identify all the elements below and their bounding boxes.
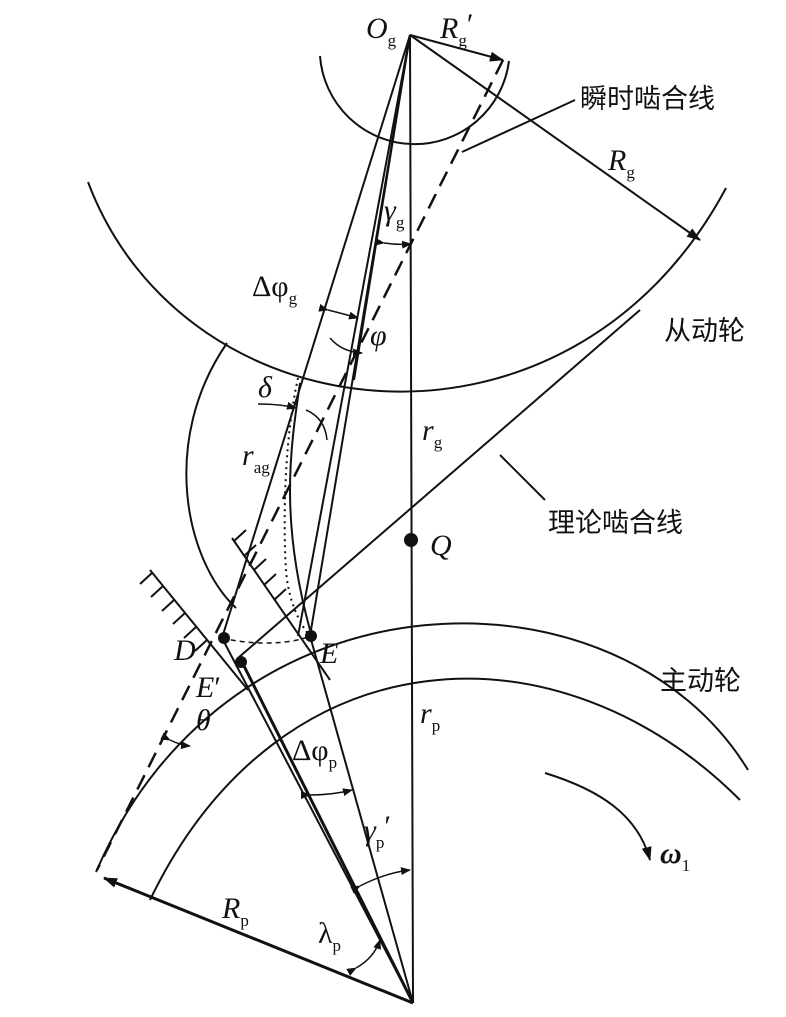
Og-to-E-line-2 (297, 34, 411, 637)
theory-line-leader (499, 454, 546, 501)
lambda-p-arc (346, 939, 381, 976)
label-rg: rg (422, 414, 443, 452)
gamma-p-arc (350, 867, 411, 894)
Rp-line (103, 876, 414, 1005)
label-Og: Og (366, 12, 397, 50)
label-gamma-g: γg (384, 194, 405, 232)
driving-root-arc (149, 677, 741, 901)
point-D (218, 632, 230, 644)
phi-arc (329, 337, 363, 357)
label-theta: θ (196, 704, 211, 737)
label-delta: δ (258, 371, 273, 404)
driven-addendum-arc (185, 342, 237, 609)
label-rag: rag (242, 439, 270, 477)
Op-to-E-line (309, 635, 414, 1004)
Op-to-D-line (221, 637, 414, 1004)
label-Rp: Rp (221, 892, 249, 930)
point-E-prime (235, 656, 247, 668)
annotation-instant-line: 瞬时啮合线 (580, 84, 715, 115)
driven-outer-arc (87, 181, 727, 393)
label-gamma-p: γp′ (364, 810, 391, 852)
label-E: E (319, 637, 338, 670)
label-rp: rp (420, 697, 440, 735)
delta-arc-2 (305, 409, 328, 441)
label-phi: φ (370, 319, 387, 352)
point-E (305, 630, 317, 642)
Og-to-phi-line (353, 34, 411, 381)
label-lambda-p: λp (318, 917, 341, 955)
label-dphi-p: Δφp (292, 734, 337, 772)
label-Rg-prime: Rg′ (439, 8, 473, 50)
omega-rotation-arrow (544, 772, 652, 861)
label-E-prime: E′ (195, 671, 221, 704)
tooth-tip-dashed (221, 635, 311, 644)
driven-base-circle-arc (319, 55, 510, 146)
tooth-flank-right (231, 537, 331, 681)
center-line (409, 34, 414, 1004)
annotation-driven-wheel: 从动轮 (664, 316, 745, 347)
label-D: D (173, 634, 196, 667)
driving-outer-arc (95, 622, 749, 873)
theta-arc (160, 732, 191, 750)
annotation-driving-wheel: 主动轮 (660, 666, 741, 697)
annotation-theory-line: 理论啮合线 (548, 508, 683, 539)
label-omega: ω1 (660, 837, 690, 875)
gamma-g-arc (374, 237, 412, 249)
Og-to-D-line (221, 34, 411, 639)
label-dphi-g: Δφg (252, 270, 298, 308)
instant-line-leader (461, 99, 576, 153)
dphi-g-arc (318, 303, 359, 320)
Op-to-Eprime-line (240, 661, 415, 1004)
dphi-p-arc (300, 788, 353, 800)
label-Rg: Rg (607, 144, 635, 182)
Og-Rg-line (409, 34, 701, 241)
Og-Rg-prime-line (409, 34, 504, 62)
tooth-profile-dotted (283, 377, 311, 637)
hatch-left (139, 572, 208, 652)
point-Q (404, 533, 418, 547)
theoretical-meshing-line (237, 309, 641, 659)
label-Q: Q (430, 529, 452, 562)
hatch-right (233, 529, 287, 601)
tooth-flank-left (149, 569, 249, 691)
delta-arc (257, 401, 297, 410)
